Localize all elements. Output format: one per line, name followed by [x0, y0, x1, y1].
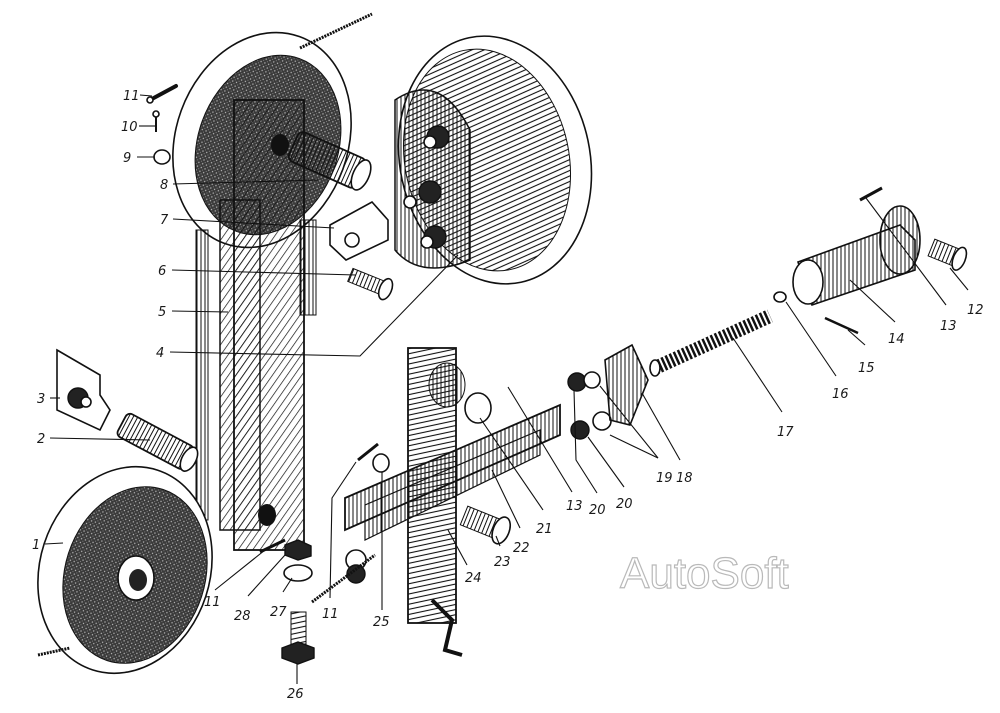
label-16: 16 [832, 387, 849, 402]
small-parts-top [146, 84, 178, 165]
coil-spring [649, 309, 773, 377]
label-24: 24 [465, 571, 482, 586]
watermark: AutoSoft [620, 549, 789, 598]
label-3: 3 [37, 392, 45, 407]
label-15: 15 [858, 361, 875, 376]
label-11-bottom-center: 11 [322, 607, 339, 622]
label-5: 5 [158, 305, 166, 320]
drum-housing [394, 35, 593, 285]
clevis-bracket [329, 200, 389, 261]
label-23: 23 [494, 555, 511, 570]
callouts: 1 2 3 4 5 6 7 8 9 10 11 11 11 12 13 13 1 [32, 89, 984, 702]
label-18: 18 [676, 471, 693, 486]
label-20b: 20 [589, 503, 606, 518]
label-28: 28 [234, 609, 251, 624]
label-11-bottom-left: 11 [204, 595, 221, 610]
nut-assembly-callout [56, 348, 111, 432]
label-6: 6 [158, 264, 166, 279]
bracket-hardware [567, 343, 649, 440]
label-10: 10 [121, 120, 138, 135]
splined-shaft [116, 412, 199, 472]
pin-6 [347, 267, 394, 301]
label-26: 26 [287, 687, 304, 702]
label-22: 22 [513, 541, 530, 556]
label-27: 27 [270, 605, 287, 620]
label-13-right: 13 [940, 319, 957, 334]
label-12: 12 [967, 303, 984, 318]
label-20a: 20 [616, 497, 633, 512]
splined-sleeve [773, 186, 968, 335]
label-14: 14 [888, 332, 905, 347]
label-8: 8 [160, 178, 168, 193]
label-9: 9 [123, 151, 131, 166]
label-21: 21 [536, 522, 553, 537]
label-25: 25 [373, 615, 390, 630]
upper-axle [287, 131, 372, 191]
label-1: 1 [32, 538, 40, 553]
hardware-bottom [259, 442, 390, 665]
label-2: 2 [37, 432, 45, 447]
label-17: 17 [777, 425, 794, 440]
lower-pulley-wheel [37, 465, 213, 675]
frame-bar [195, 99, 317, 551]
mount-plate [344, 347, 561, 657]
label-13-center: 13 [566, 499, 583, 514]
label-7: 7 [160, 213, 169, 228]
label-11-top: 11 [123, 89, 140, 104]
stud-bolts [403, 125, 450, 249]
pin-23 [459, 505, 512, 545]
label-19: 19 [656, 471, 673, 486]
label-4: 4 [156, 346, 164, 361]
